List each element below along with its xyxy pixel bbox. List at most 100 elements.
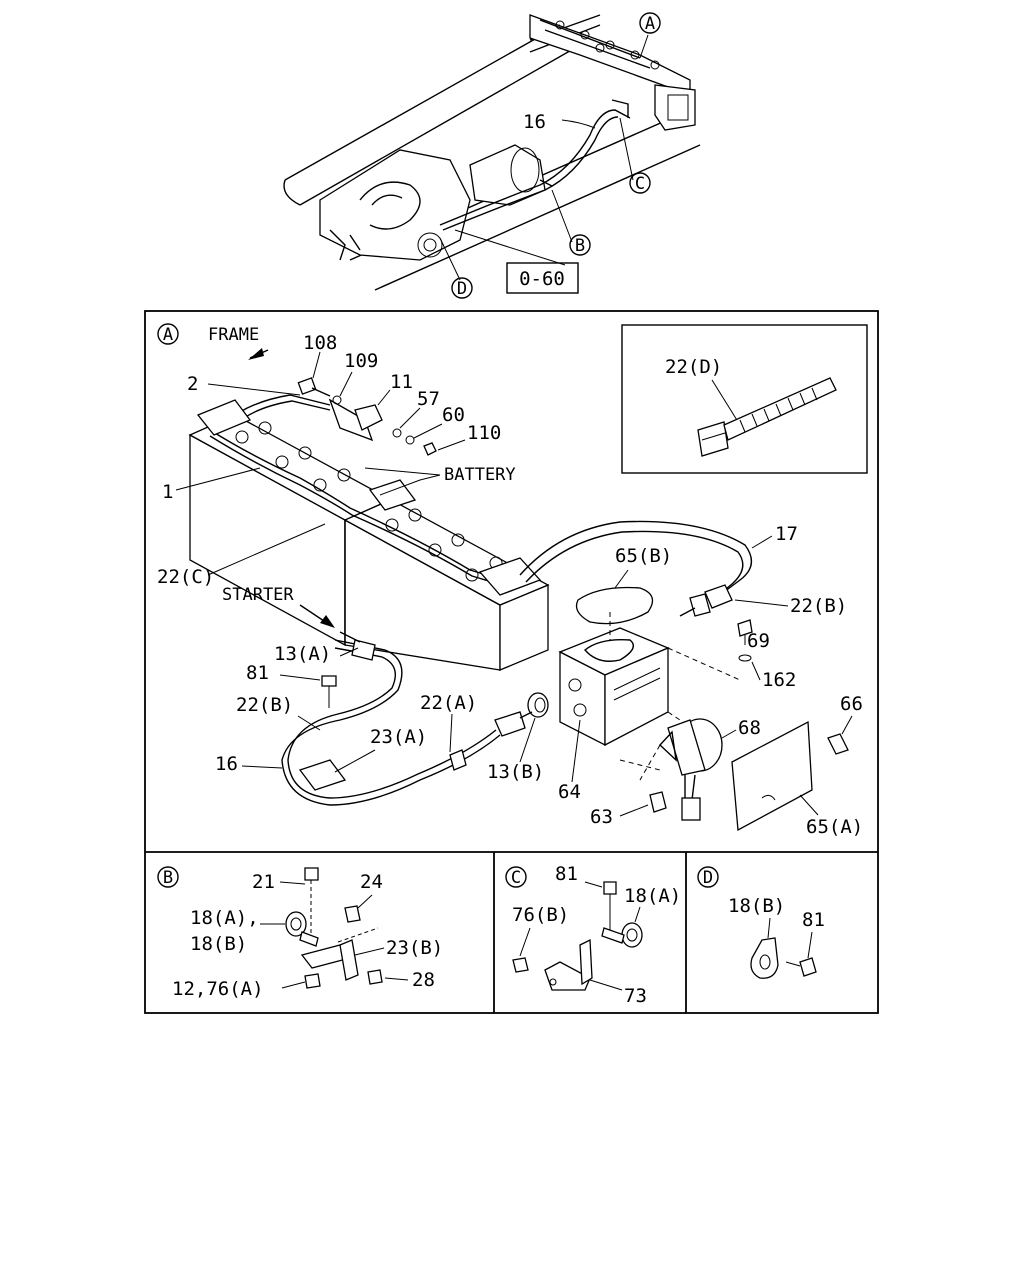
callout-60: 60 — [442, 404, 465, 426]
svg-text:C: C — [635, 174, 645, 194]
callout-11: 11 — [390, 371, 413, 393]
bolt-69-icon — [737, 619, 753, 637]
panel-d-marker: D — [697, 866, 719, 888]
svg-text:D: D — [457, 279, 467, 299]
d-callout-18b: 18(B) — [728, 895, 785, 917]
top-circle-b: B — [569, 234, 591, 256]
b-clip-18-icon — [285, 911, 319, 947]
callout-22a: 22(A) — [420, 692, 477, 714]
b-callout-21: 21 — [252, 871, 275, 893]
relay-box-64 — [558, 627, 670, 747]
svg-text:B: B — [163, 868, 173, 888]
battery-label: BATTERY — [444, 465, 516, 485]
battery-illustration — [188, 394, 550, 671]
bolt-63-icon — [649, 791, 667, 813]
svg-text:A: A — [645, 14, 655, 34]
b-callout-23b: 23(B) — [386, 937, 443, 959]
callout-17: 17 — [775, 523, 798, 545]
callout-66: 66 — [840, 693, 863, 715]
callout-23a: 23(A) — [370, 726, 427, 748]
b-nut-12-icon — [304, 973, 321, 989]
top-callout-16: 16 — [523, 111, 546, 133]
washer-60-icon — [405, 435, 415, 445]
top-circle-a: A — [639, 12, 661, 34]
frame-label: FRAME — [208, 325, 259, 345]
c-bolt-81-icon — [603, 881, 617, 895]
nut-110-icon — [423, 442, 437, 456]
panel-a-marker: A — [157, 323, 179, 345]
callout-22b-left: 22(B) — [236, 694, 293, 716]
diagram-frame — [144, 310, 879, 1014]
b-callout-28: 28 — [412, 969, 435, 991]
svg-text:D: D — [703, 868, 713, 888]
bolt-81-icon — [321, 675, 337, 687]
callout-13b: 13(B) — [487, 761, 544, 783]
callout-108: 108 — [303, 332, 337, 354]
bolt-66-icon — [827, 733, 849, 755]
callout-162: 162 — [762, 669, 796, 691]
d-bolt-81-icon — [799, 957, 817, 977]
b-callout-18a: 18(A), — [190, 907, 259, 929]
panel-c-marker: C — [505, 866, 527, 888]
cable-tie-icon — [697, 377, 837, 457]
b-callout-18b: 18(B) — [190, 933, 247, 955]
cover-65a-icon — [731, 720, 813, 832]
top-circle-c: C — [629, 172, 651, 194]
callout-16: 16 — [215, 753, 238, 775]
svg-text:B: B — [575, 236, 585, 256]
starter-arrow-icon — [320, 615, 335, 628]
callout-57: 57 — [417, 388, 440, 410]
callout-13a: 13(A) — [274, 643, 331, 665]
top-overview-illustration — [283, 14, 701, 291]
c-callout-73: 73 — [624, 985, 647, 1007]
c-callout-18a: 18(A) — [624, 885, 681, 907]
svg-text:A: A — [163, 325, 173, 345]
callout-1: 1 — [162, 481, 173, 503]
inset-callout-22d: 22(D) — [665, 356, 722, 378]
c-callout-76b: 76(B) — [512, 904, 569, 926]
b-callout-12-76a: 12,76(A) — [172, 978, 264, 1000]
callout-109: 109 — [344, 350, 378, 372]
svg-text:C: C — [511, 868, 521, 888]
b-bolt-24-icon — [344, 905, 361, 923]
inset-box — [621, 324, 868, 474]
svg-text:0-60: 0-60 — [519, 268, 565, 290]
cover-65b-icon — [575, 586, 654, 625]
callout-65a: 65(A) — [806, 816, 863, 838]
d-callout-81: 81 — [802, 909, 825, 931]
washer-57-icon — [392, 428, 402, 438]
c-callout-81: 81 — [555, 863, 578, 885]
grommet-13b-icon — [527, 692, 549, 718]
cable-17-illustration — [519, 520, 753, 617]
c-bracket-73-icon — [544, 938, 593, 991]
b-callout-24: 24 — [360, 871, 383, 893]
reference-box-0-60: 0-60 — [506, 262, 579, 294]
callout-22c: 22(C) — [157, 566, 214, 588]
callout-68: 68 — [738, 717, 761, 739]
callout-65b: 65(B) — [615, 545, 672, 567]
starter-label: STARTER — [222, 585, 294, 605]
panel-b-marker: B — [157, 866, 179, 888]
washer-162-icon — [738, 654, 752, 662]
callout-69: 69 — [747, 630, 770, 652]
callout-81: 81 — [246, 662, 269, 684]
callout-63: 63 — [590, 806, 613, 828]
c-clip-18a-icon — [601, 922, 643, 948]
washer-109-icon — [332, 395, 342, 405]
b-bracket-23b-icon — [300, 939, 359, 981]
callout-64: 64 — [558, 781, 581, 803]
bolt-108-icon — [297, 377, 331, 397]
bracket-23a-icon — [298, 759, 347, 791]
b-nut-28-icon — [367, 969, 383, 985]
d-clip-18b-icon — [750, 937, 779, 979]
c-nut-76b-icon — [512, 957, 529, 973]
terminal-11-icon — [354, 404, 383, 431]
top-circle-d: D — [451, 277, 473, 299]
b-bolt-21-icon — [304, 867, 319, 881]
callout-110: 110 — [467, 422, 501, 444]
frame-arrow-icon — [248, 348, 264, 360]
callout-22b-right: 22(B) — [790, 595, 847, 617]
relay-68-illustration — [659, 718, 723, 821]
callout-2: 2 — [187, 373, 198, 395]
